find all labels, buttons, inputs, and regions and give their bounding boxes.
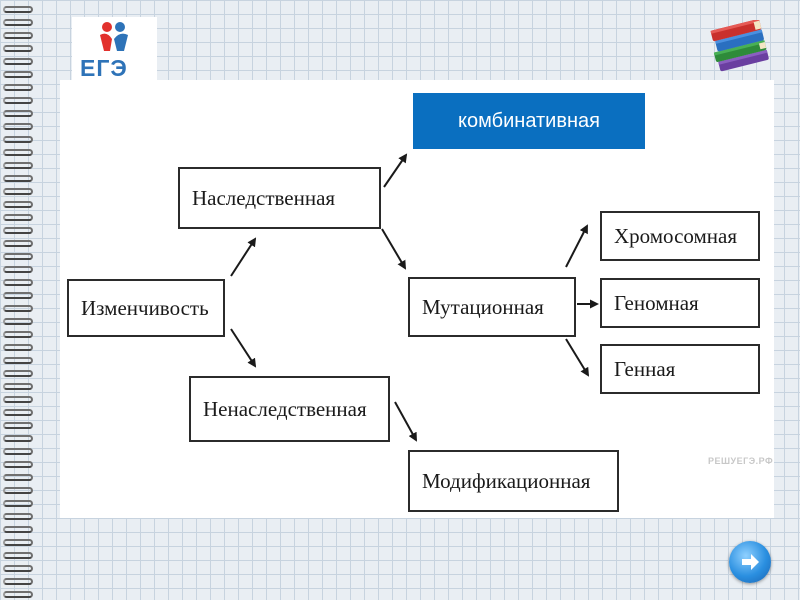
- arrow-to-gene: [566, 339, 588, 375]
- arrow-to-chromosomal: [566, 226, 587, 267]
- arrow-right-icon: [738, 550, 762, 574]
- arrow-to-mutational: [382, 229, 405, 268]
- arrow-to-hereditary: [231, 239, 255, 276]
- watermark: РЕШУЕГЭ.РФ: [708, 456, 773, 466]
- arrow-to-modification: [395, 402, 416, 440]
- next-slide-button[interactable]: [729, 541, 771, 583]
- arrow-to-combinative: [384, 155, 406, 187]
- arrow-to-non-hereditary: [231, 329, 255, 366]
